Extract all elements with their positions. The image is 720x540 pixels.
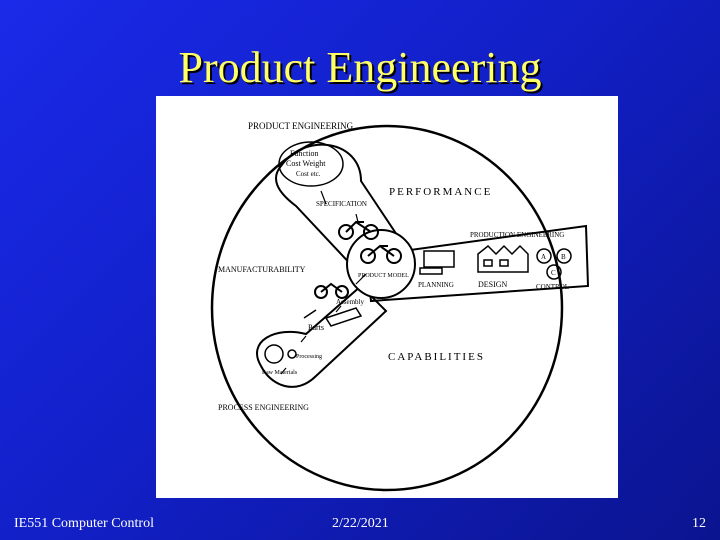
processing-circle [287, 349, 297, 359]
footer-page-number: 12 [692, 516, 706, 531]
label-node-a: A [541, 253, 546, 261]
label-process-engineering: PROCESS ENGINEERING [218, 403, 309, 412]
label-raw-materials: Raw Materials [262, 370, 298, 376]
label-planning: PLANNING [418, 281, 454, 289]
label-performance: PERFORMANCE [389, 186, 492, 198]
flow-arrows [280, 190, 367, 375]
label-node-c: C [551, 269, 556, 277]
label-processing: Processing [296, 354, 322, 360]
planning-box-lower [419, 267, 443, 275]
label-parts: Parts [308, 323, 324, 332]
label-assembly: Assembly [336, 298, 365, 306]
label-node-b: B [561, 253, 566, 261]
center-circle [346, 229, 416, 299]
label-capabilities: CAPABILITIES [388, 351, 485, 363]
parts-icon [303, 307, 363, 327]
slide-title: Product Engineering [178, 43, 542, 92]
label-product-engineering: PRODUCT ENGINEERING [248, 121, 354, 131]
engineering-diagram: PRODUCT ENGINEERING Function Cost Weight… [210, 121, 590, 492]
label-manufacturability: MANUFACTURABILITY [218, 265, 306, 274]
label-specification: SPECIFICATION [316, 200, 367, 208]
label-design: DESIGN [478, 280, 508, 289]
outer-circle [210, 124, 564, 492]
bicycle-assembly [314, 282, 349, 299]
diagram-figure: PRODUCT ENGINEERING Function Cost Weight… [156, 96, 618, 498]
raw-material-circle [264, 344, 284, 364]
control-icon [536, 248, 572, 280]
upper-lobe [275, 143, 413, 288]
label-product-model: PRODUCT MODEL [358, 273, 409, 279]
cloud-shape [278, 141, 344, 187]
bicycle-center [360, 244, 402, 264]
label-function: Function [290, 149, 318, 158]
footer-course: IE551 Computer Control [14, 516, 154, 531]
label-cloud-etc: Cost etc. [296, 170, 321, 178]
footer-date: 2/22/2021 [332, 516, 389, 531]
planning-box [423, 250, 455, 268]
label-production-engineering: PRODUCTION ENGINEERING [470, 231, 564, 239]
factory-icon [477, 244, 529, 273]
label-cost-weight: Cost Weight [286, 159, 326, 168]
label-control: CONTROL [536, 283, 569, 291]
bicycle-top [338, 220, 379, 240]
